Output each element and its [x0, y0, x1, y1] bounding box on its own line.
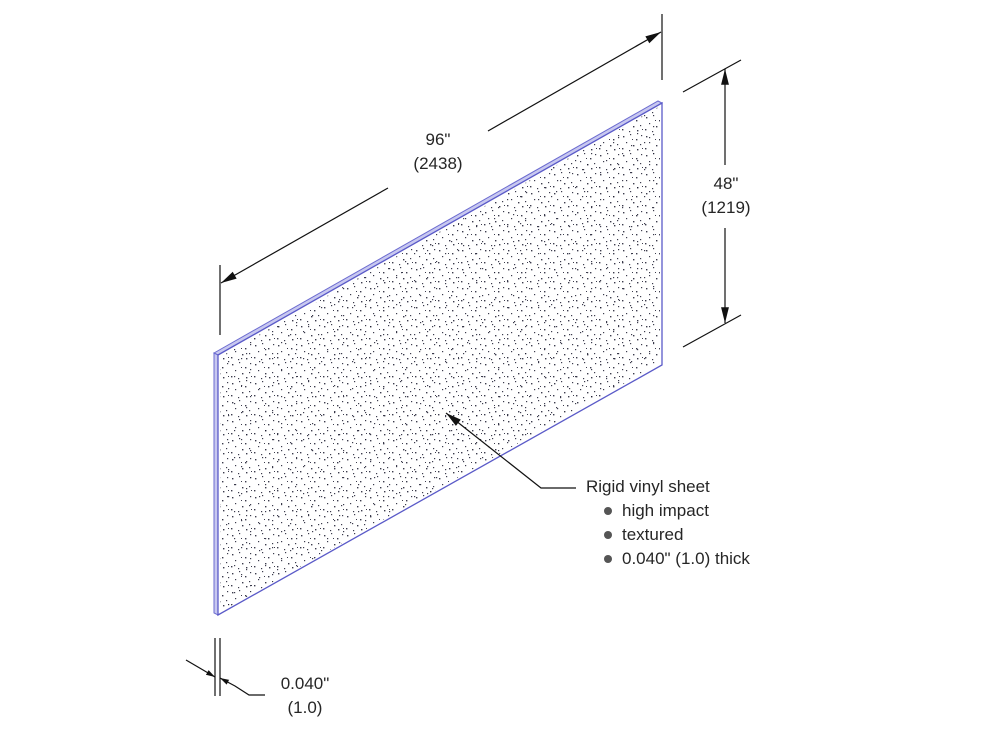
length-metric: (2438) [413, 154, 463, 173]
thickness-dimension-label: 0.040" (1.0) [270, 672, 340, 720]
length-imperial: 96" [425, 130, 451, 149]
vinyl-sheet [212, 100, 664, 617]
length-dimension-label: 96" (2438) [398, 128, 478, 176]
thickness-imperial: 0.040" [280, 674, 330, 693]
callout-bullet-text: textured [622, 525, 684, 544]
height-imperial: 48" [713, 174, 739, 193]
height-dimension [682, 59, 742, 348]
height-metric: (1219) [701, 198, 751, 217]
height-dimension-label: 48" (1219) [688, 172, 764, 220]
material-callout: Rigid vinyl sheet high impact textured 0… [586, 475, 750, 571]
callout-bullet-text: 0.040" (1.0) thick [622, 549, 750, 568]
thickness-arrow-left [185, 659, 216, 678]
height-extension-top [682, 59, 742, 93]
callout-bullet: textured [602, 523, 750, 547]
length-dimension-line-left [220, 187, 389, 284]
callout-bullet: high impact [602, 499, 750, 523]
callout-leader [445, 412, 576, 489]
callout-bullet: 0.040" (1.0) thick [602, 547, 750, 571]
thickness-dimension [185, 638, 265, 696]
height-extension-bottom [682, 314, 742, 348]
callout-bullet-text: high impact [622, 501, 709, 520]
length-dimension [219, 14, 663, 335]
callout-title: Rigid vinyl sheet [586, 477, 710, 496]
callout-bullet-list: high impact textured 0.040" (1.0) thick [586, 499, 750, 571]
sheet-texture-2 [220, 106, 660, 612]
thickness-metric: (1.0) [287, 698, 323, 717]
bullet-icon [604, 507, 612, 515]
thickness-arrow-right [219, 677, 265, 696]
bullet-icon [604, 555, 612, 563]
bullet-icon [604, 531, 612, 539]
length-dimension-line-right [487, 31, 662, 132]
